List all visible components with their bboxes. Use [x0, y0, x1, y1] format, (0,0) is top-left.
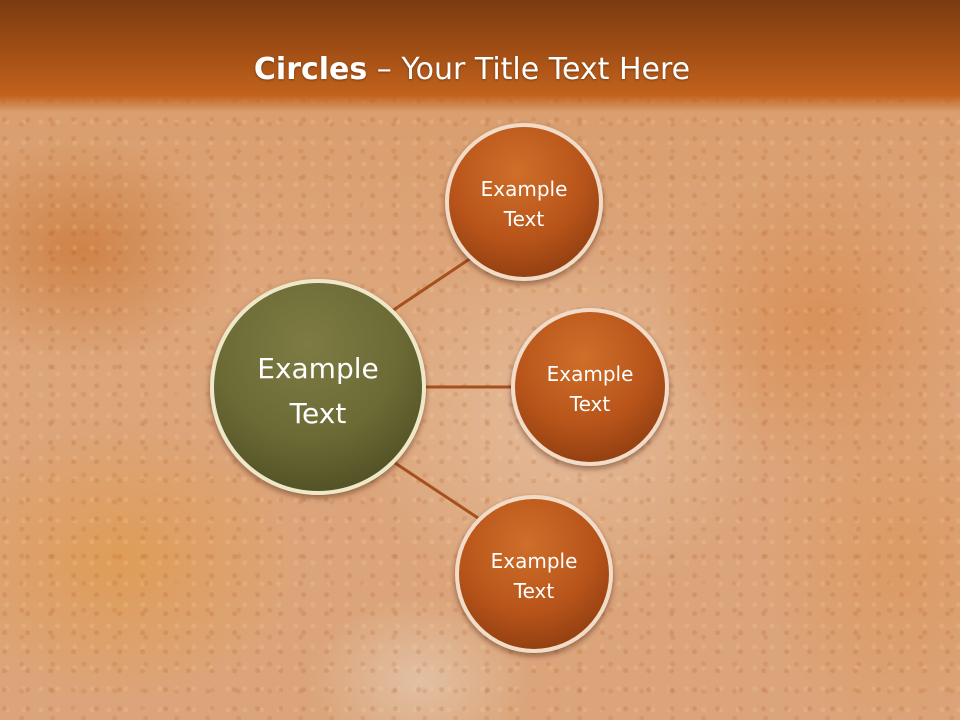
center-text-line1: Example: [257, 352, 378, 385]
node-circle-1[interactable]: Example Text: [445, 123, 603, 281]
slide-title[interactable]: Circles – Your Title Text Here: [0, 52, 944, 87]
center-text-line2: Text: [289, 397, 347, 430]
connector-line-3: [394, 461, 479, 520]
node-1-text-line1: Example: [481, 177, 568, 201]
node-circle-2[interactable]: Example Text: [511, 308, 669, 466]
node-3-text-line2: Text: [513, 579, 555, 603]
title-bar: [0, 0, 960, 112]
node-2-text-line1: Example: [547, 362, 634, 386]
node-1-text-line2: Text: [503, 207, 545, 231]
title-bold: Circles: [253, 52, 368, 87]
center-circle[interactable]: Example Text: [210, 279, 426, 495]
node-3-text-line1: Example: [491, 549, 578, 573]
node-circle-3[interactable]: Example Text: [455, 495, 613, 653]
node-2-text-line2: Text: [569, 392, 611, 416]
connector-line-1: [391, 254, 475, 313]
title-rest: – Your Title Text Here: [367, 52, 691, 87]
